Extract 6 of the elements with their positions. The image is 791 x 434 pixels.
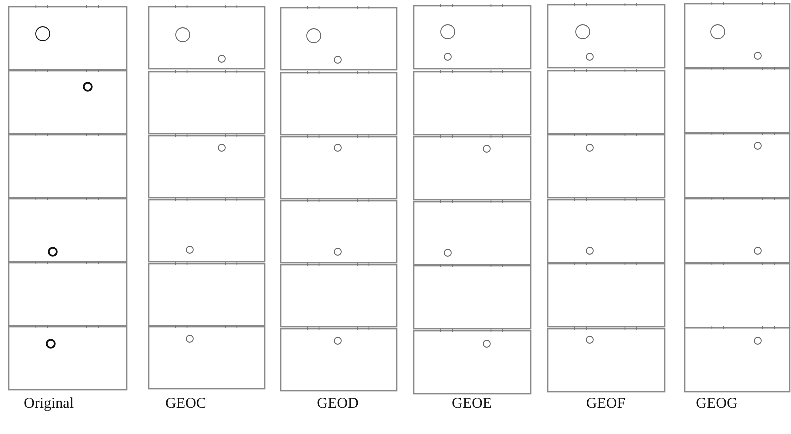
column-label: GEOD (316, 396, 360, 413)
column-label: GEOG (695, 396, 739, 413)
column-label: GEOC (164, 396, 208, 413)
column-label: GEOE (451, 396, 493, 413)
column-label: GEOF (585, 396, 627, 413)
column-label: Original (23, 396, 75, 413)
